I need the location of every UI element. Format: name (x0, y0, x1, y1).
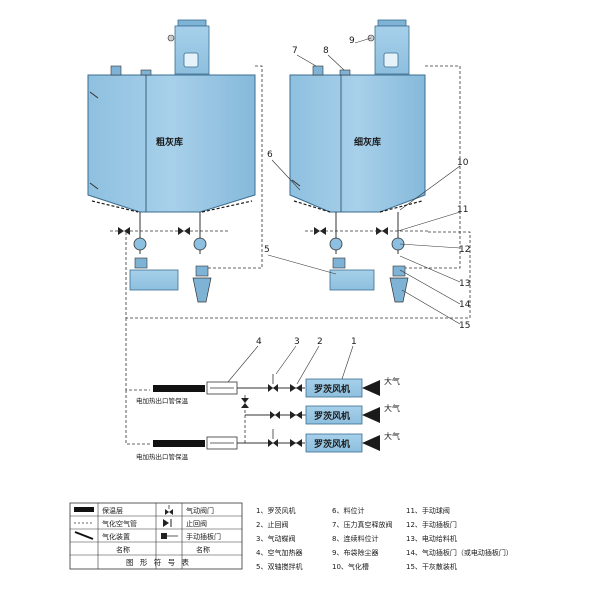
callout-8: 8 (323, 46, 329, 56)
blower-label-1: 罗茨风机 (314, 383, 350, 395)
callout-15: 15 (459, 321, 470, 331)
blower-train-2: 罗茨风机 大气 (241, 398, 400, 425)
callout-11: 11 (457, 205, 468, 215)
component-item-5: 5、双轴搅拌机 (256, 562, 302, 571)
check-valve-symbol (163, 519, 172, 527)
coarse-ash-silo: 粗灰库 (87, 19, 256, 303)
component-item-14: 14、气动插板门（或电动插板门） (406, 548, 513, 557)
heater-note-2: 电加热出口管保温 (136, 452, 189, 461)
component-item-4: 4、空气加热器 (256, 548, 302, 557)
callout-6: 6 (267, 150, 273, 160)
insulation-symbol (74, 507, 94, 512)
manual-gate-symbol (161, 533, 178, 539)
heater-note-1: 电加热出口管保温 (136, 396, 189, 405)
legend-label-5: 气化装置 (102, 532, 130, 541)
callout-5: 5 (264, 245, 270, 255)
legend-table: 保温层 气动阀门 气化空气管 止回阀 气化装置 手动插板门 名称 名称 图 形 … (69, 502, 243, 570)
air-label-2: 大气 (384, 403, 400, 413)
component-item-3: 3、气动蝶阀 (256, 534, 295, 543)
legend-label-1: 保温层 (102, 506, 123, 515)
callout-7: 7 (292, 46, 298, 56)
component-item-13: 13、电动给料机 (406, 534, 457, 543)
legend-label-8: 名称 (196, 545, 210, 554)
bag-filter-right (367, 19, 410, 75)
component-item-12: 12、手动插板门 (406, 520, 457, 529)
callout-2: 2 (317, 337, 323, 347)
callout-3: 3 (294, 337, 300, 347)
fine-ash-silo: 细灰库 (289, 19, 428, 303)
component-item-10: 10、气化槽 (332, 562, 369, 571)
blower-train-1: 罗茨风机 大气 电加热出口管保温 (136, 374, 400, 405)
callout-4: 4 (256, 337, 262, 347)
tank-label-coarse: 粗灰库 (156, 136, 183, 148)
callout-1: 1 (351, 337, 357, 347)
tank-label-fine: 细灰库 (354, 136, 381, 148)
pneumatic-valve-symbol (165, 505, 173, 515)
legend-label-7: 名称 (116, 545, 130, 554)
component-list: 1、罗茨风机 6、料位计 11、手动球阀 2、止回阀 7、压力真空释放阀 12、… (256, 506, 513, 571)
callout-14: 14 (459, 300, 471, 310)
blower-label-2: 罗茨风机 (314, 410, 350, 422)
legend-label-2: 气动阀门 (186, 506, 214, 515)
legend-caption: 图 形 符 号 表 (126, 557, 191, 567)
legend-label-6: 手动插板门 (186, 532, 221, 541)
component-item-7: 7、压力真空释放阀 (332, 520, 392, 529)
component-item-1: 1、罗茨风机 (256, 506, 295, 515)
callout-numbers: 1 2 3 4 5 6 7 8 9 10 11 12 13 14 15 (256, 36, 471, 347)
component-item-2: 2、止回阀 (256, 520, 288, 529)
legend-label-3: 气化空气管 (102, 519, 137, 528)
air-label-1: 大气 (384, 376, 400, 386)
callout-10: 10 (457, 158, 469, 168)
callout-9: 9 (349, 36, 355, 46)
blower-train-3: 罗茨风机 大气 电加热出口管保温 (136, 429, 400, 461)
air-label-3: 大气 (384, 431, 400, 441)
component-item-15: 15、干灰散装机 (406, 562, 457, 571)
callout-12: 12 (459, 245, 470, 255)
callout-leaders (227, 37, 461, 385)
aeration-symbol (74, 531, 94, 540)
callout-13: 13 (459, 279, 470, 289)
bag-filter-left (167, 19, 210, 75)
component-item-6: 6、料位计 (332, 506, 364, 515)
component-item-11: 11、手动球阀 (406, 506, 450, 515)
component-item-9: 9、布袋除尘器 (332, 548, 378, 557)
component-item-8: 8、连续料位计 (332, 534, 378, 543)
blower-label-3: 罗茨风机 (314, 438, 350, 450)
legend-label-4: 止回阀 (186, 519, 207, 528)
